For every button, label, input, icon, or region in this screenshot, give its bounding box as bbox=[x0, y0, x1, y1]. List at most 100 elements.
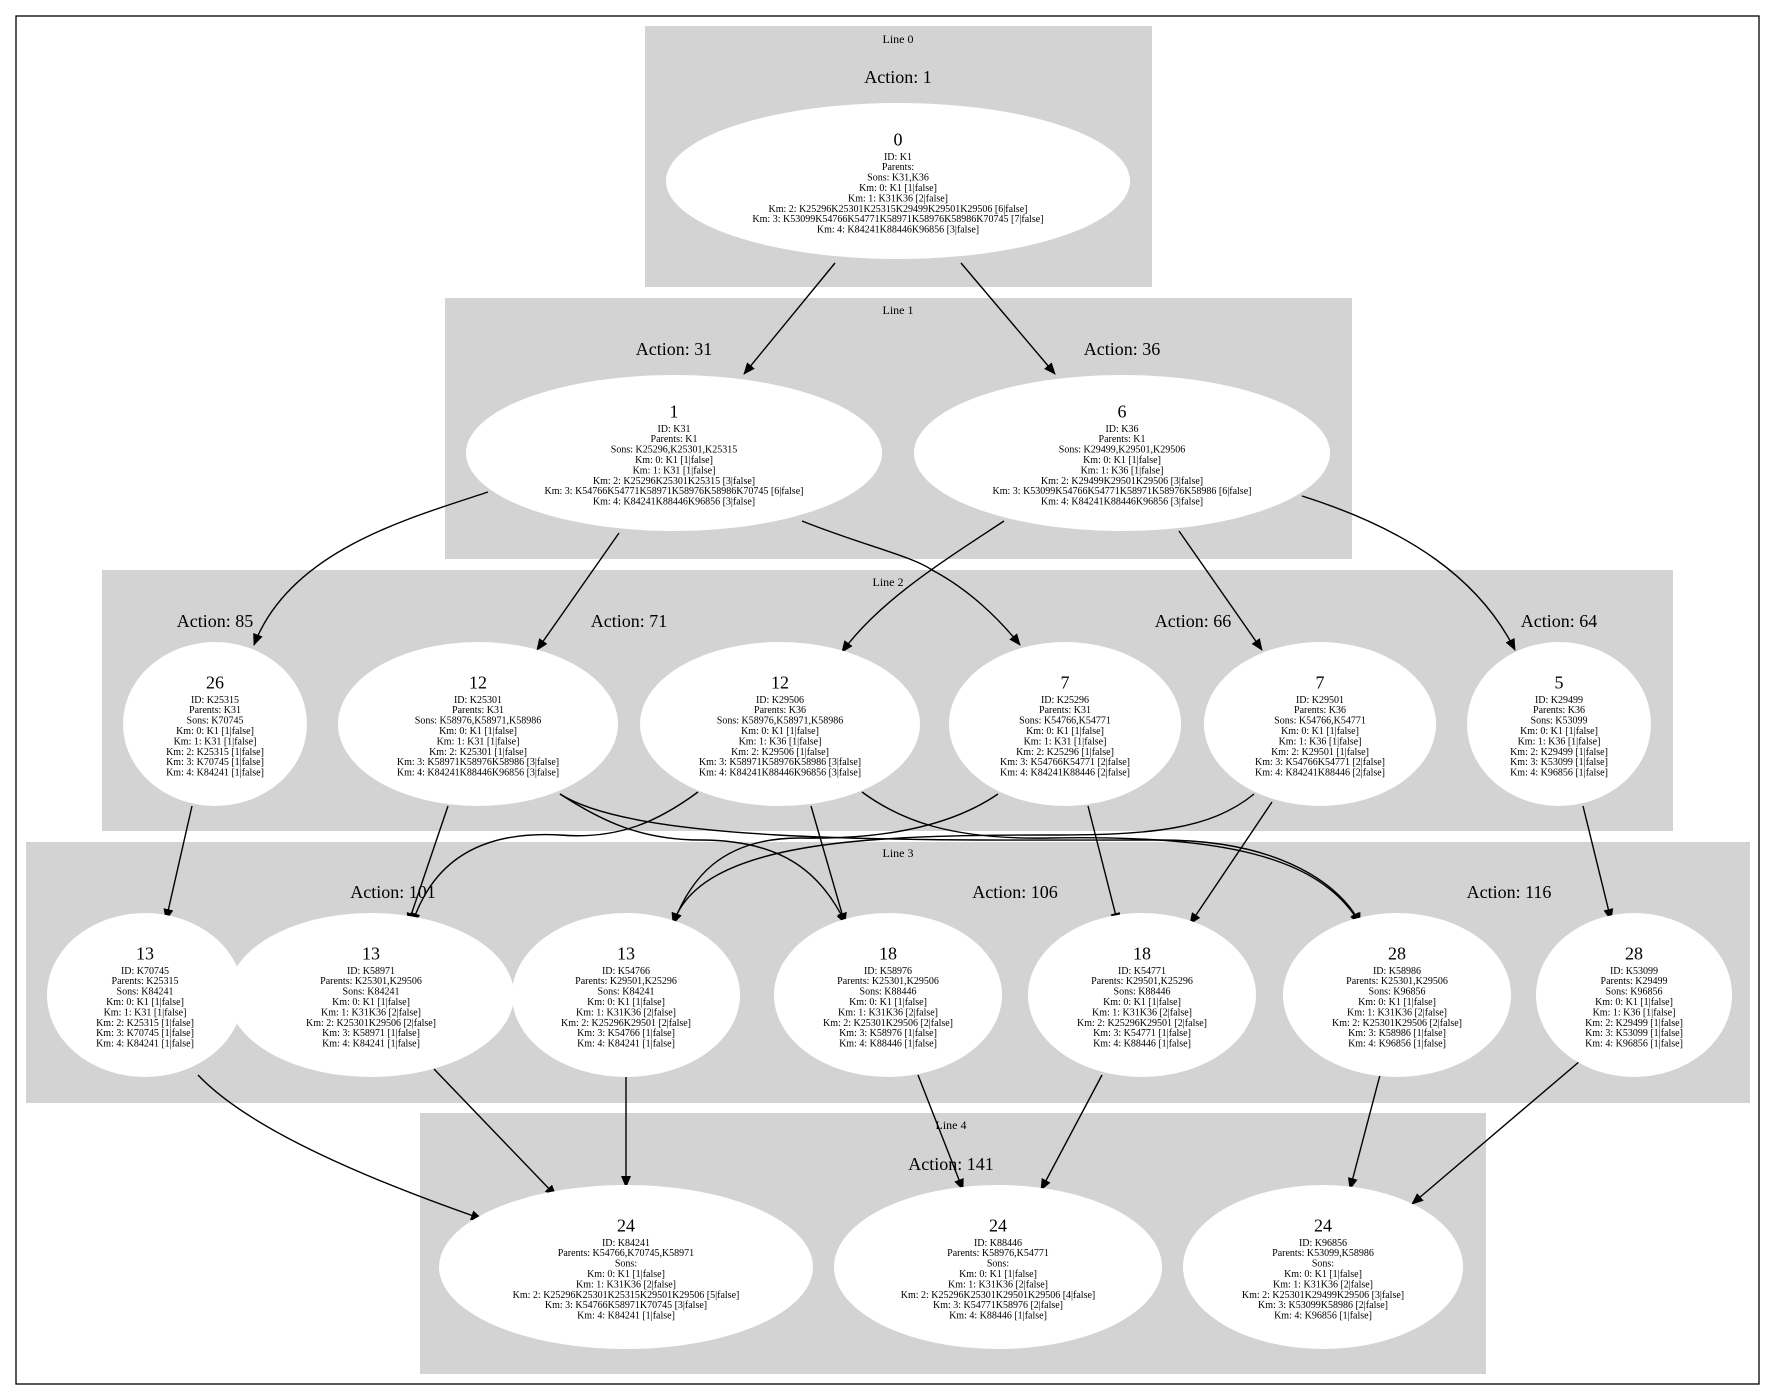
node-title: 12 bbox=[771, 672, 789, 692]
node-detail-line: Parents: bbox=[882, 162, 914, 173]
edge-K31-to-K25315 bbox=[253, 491, 489, 646]
node-title: 7 bbox=[1316, 672, 1325, 692]
node-detail-line: Sons: bbox=[1312, 1259, 1334, 1270]
node-detail-line: Sons: K53099 bbox=[1531, 716, 1588, 727]
node-detail-line: Km: 4: K84241K88446K96856 [3|false] bbox=[699, 768, 861, 779]
edge-K36-to-K29506 bbox=[841, 520, 1005, 653]
node-detail-line: Km: 2: K25296 [1|false] bbox=[1016, 747, 1114, 758]
node-detail-line: Km: 1: K36 [1|false] bbox=[1518, 736, 1601, 747]
node-detail-line: ID: K54771 bbox=[1118, 966, 1166, 977]
node-detail-line: Km: 0: K1 [1|false] bbox=[1281, 726, 1359, 737]
node-title: 13 bbox=[136, 943, 154, 963]
node-detail-line: Km: 4: K84241 [1|false] bbox=[166, 768, 264, 779]
action-label-a141: Action: 141 bbox=[908, 1154, 994, 1174]
node-detail-line: Km: 0: K1 [1|false] bbox=[1103, 997, 1181, 1008]
node-detail-line: Km: 1: K36 [1|false] bbox=[739, 736, 822, 747]
node-title: 12 bbox=[469, 672, 487, 692]
node-title: 7 bbox=[1061, 672, 1070, 692]
node-detail-line: Km: 1: K31K36 [2|false] bbox=[1273, 1279, 1373, 1290]
node-detail-line: ID: K25315 bbox=[191, 695, 239, 706]
node-ellipse bbox=[949, 642, 1181, 806]
node-ellipse bbox=[439, 1185, 813, 1349]
node-detail-line: Km: 0: K1 [1|false] bbox=[1083, 455, 1161, 466]
action-label-a64: Action: 64 bbox=[1521, 611, 1598, 631]
edge-K29501-to-K54771 bbox=[1189, 801, 1273, 925]
node-detail-line: Km: 3: K54766K54771K58971K58976K58986K70… bbox=[545, 486, 804, 497]
node-detail-line: ID: K36 bbox=[1105, 424, 1138, 435]
node-detail-line: Km: 4: K88446 [1|false] bbox=[839, 1039, 937, 1050]
node-detail-line: Sons: K31,K36 bbox=[867, 173, 929, 184]
node-detail-line: Km: 0: K1 [1|false] bbox=[1595, 997, 1673, 1008]
node-title: 13 bbox=[362, 943, 380, 963]
node-detail-line: Km: 2: K25301K29506 [2|false] bbox=[306, 1018, 436, 1029]
node-detail-line: ID: K29501 bbox=[1296, 695, 1344, 706]
node-detail-line: Km: 0: K1 [1|false] bbox=[332, 997, 410, 1008]
edge-K29506-to-K58976 bbox=[810, 805, 847, 925]
node-detail-line: Km: 1: K36 [1|false] bbox=[1593, 1007, 1676, 1018]
node-detail-line: Km: 0: K1 [1|false] bbox=[587, 1269, 665, 1280]
node-detail-line: Parents: K29501,K25296 bbox=[575, 976, 677, 987]
node-detail-line: Km: 2: K25301K29506 [2|false] bbox=[823, 1018, 953, 1029]
edge-K29501-to-K54766 bbox=[671, 793, 1255, 925]
node-detail-line: Km: 1: K31 [1|false] bbox=[104, 1007, 187, 1018]
node-detail-line: Sons: K70745 bbox=[187, 716, 244, 727]
node-detail-line: Km: 4: K84241K88446K96856 [3|false] bbox=[397, 768, 559, 779]
node-detail-line: Km: 1: K31K36 [2|false] bbox=[576, 1007, 676, 1018]
node-detail-line: Parents: K1 bbox=[1099, 434, 1146, 445]
action-label-a66: Action: 66 bbox=[1155, 611, 1232, 631]
node-detail-line: Km: 3: K54766 [1|false] bbox=[577, 1028, 675, 1039]
node-detail-line: Km: 4: K84241 [1|false] bbox=[577, 1039, 675, 1050]
node-detail-line: Km: 0: K1 [1|false] bbox=[587, 997, 665, 1008]
edge-K1-to-K31 bbox=[743, 262, 836, 375]
action-label-a71: Action: 71 bbox=[591, 611, 668, 631]
action-label-a106: Action: 106 bbox=[972, 882, 1058, 902]
edge-K29506-to-K58971 bbox=[410, 791, 699, 925]
node-detail-line: Km: 0: K1 [1|false] bbox=[106, 997, 184, 1008]
action-label-a85: Action: 85 bbox=[177, 611, 254, 631]
node-detail-line: Km: 4: K96856 [1|false] bbox=[1274, 1311, 1372, 1322]
node-detail-line: ID: K29499 bbox=[1535, 695, 1583, 706]
node-detail-line: Parents: K54766,K70745,K58971 bbox=[558, 1248, 694, 1259]
node-detail-line: Km: 3: K54766K54771 [2|false] bbox=[1000, 757, 1130, 768]
node-detail-line: Km: 2: K29499K29501K29506 [3|false] bbox=[1041, 476, 1203, 487]
node-detail-line: Km: 2: K29499 [1|false] bbox=[1585, 1018, 1683, 1029]
edge-K58976-to-K88446 bbox=[917, 1074, 964, 1191]
node-detail-line: Parents: K58976,K54771 bbox=[947, 1248, 1049, 1259]
node-detail-line: Parents: K25301,K29506 bbox=[1346, 976, 1448, 987]
node-detail-line: Km: 4: K84241K88446 [2|false] bbox=[1000, 768, 1130, 779]
band-label-line4: Line 4 bbox=[936, 1118, 967, 1132]
edge-K25296-to-K54771 bbox=[1087, 805, 1121, 925]
node-detail-line: ID: K88446 bbox=[974, 1238, 1022, 1249]
node-detail-line: Km: 1: K31K36 [2|false] bbox=[948, 1279, 1048, 1290]
node-detail-line: Km: 2: K25315 [1|false] bbox=[166, 747, 264, 758]
node-detail-line: ID: K1 bbox=[884, 152, 912, 163]
node-ellipse bbox=[228, 913, 514, 1077]
node-detail-line: ID: K54766 bbox=[602, 966, 650, 977]
node-detail-line: Km: 3: K53099 [1|false] bbox=[1510, 757, 1608, 768]
action-label-a101: Action: 101 bbox=[350, 882, 436, 902]
node-detail-line: Km: 4: K84241K88446K96856 [3|false] bbox=[1041, 497, 1203, 508]
node-detail-line: Sons: K29499,K29501,K29506 bbox=[1059, 445, 1185, 456]
node-ellipse bbox=[512, 913, 740, 1077]
node-detail-line: Parents: K36 bbox=[754, 705, 806, 716]
node-detail-line: Parents: K29501,K25296 bbox=[1091, 976, 1193, 987]
